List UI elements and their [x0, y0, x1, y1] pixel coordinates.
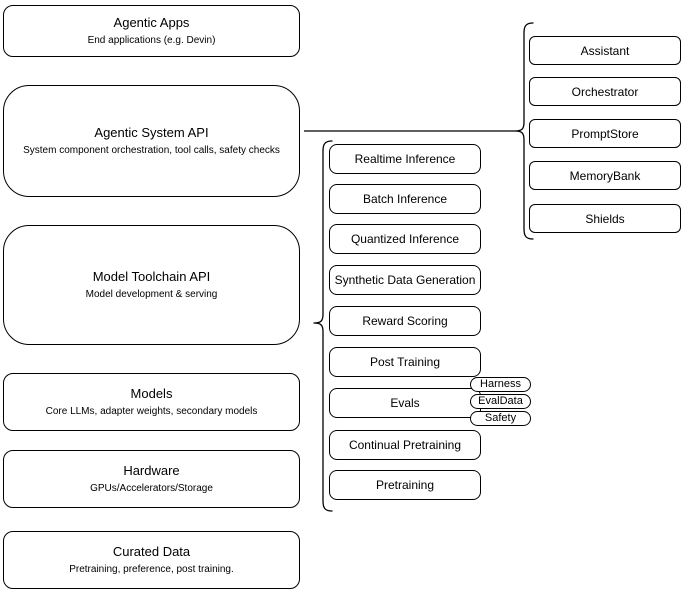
node-orchestrator: Orchestrator: [529, 77, 681, 106]
badge-evaldata: EvalData: [470, 394, 531, 409]
node-title: Hardware: [123, 463, 180, 478]
node-title: Models: [130, 386, 173, 401]
node-title: Agentic Apps: [113, 15, 190, 30]
badge-safety: Safety: [470, 411, 531, 426]
node-hardware: Hardware GPUs/Accelerators/Storage: [3, 450, 300, 508]
node-assistant: Assistant: [529, 36, 681, 65]
node-agentic-system-api: Agentic System API System component orch…: [3, 85, 300, 197]
node-reward-scoring: Reward Scoring: [329, 306, 481, 336]
node-continual-pretraining: Continual Pretraining: [329, 430, 481, 460]
node-synthetic-data-generation: Synthetic Data Generation: [329, 265, 481, 295]
toolchain-services-bracket: [313, 140, 333, 512]
node-subtitle: GPUs/Accelerators/Storage: [90, 483, 213, 494]
node-pretraining: Pretraining: [329, 470, 481, 500]
node-subtitle: Model development & serving: [85, 289, 218, 300]
node-model-toolchain-api: Model Toolchain API Model development & …: [3, 225, 300, 345]
node-realtime-inference: Realtime Inference: [329, 144, 481, 174]
node-subtitle: Pretraining, preference, post training.: [69, 564, 234, 575]
node-promptstore: PromptStore: [529, 119, 681, 148]
node-quantized-inference: Quantized Inference: [329, 224, 481, 254]
node-subtitle: End applications (e.g. Devin): [87, 35, 216, 46]
node-subtitle: System component orchestration, tool cal…: [23, 145, 280, 156]
node-title: Model Toolchain API: [92, 269, 211, 284]
node-agentic-apps: Agentic Apps End applications (e.g. Devi…: [3, 5, 300, 57]
node-shields: Shields: [529, 204, 681, 233]
node-evals: Evals: [329, 388, 481, 418]
node-post-training: Post Training: [329, 347, 481, 377]
node-title: Agentic System API: [94, 125, 209, 140]
node-batch-inference: Batch Inference: [329, 184, 481, 214]
node-models: Models Core LLMs, adapter weights, secon…: [3, 373, 300, 431]
node-curated-data: Curated Data Pretraining, preference, po…: [3, 531, 300, 589]
node-subtitle: Core LLMs, adapter weights, secondary mo…: [45, 406, 258, 417]
node-title: Curated Data: [112, 544, 191, 559]
badge-harness: Harness: [470, 377, 531, 392]
system-components-bracket: [514, 22, 534, 240]
node-memorybank: MemoryBank: [529, 161, 681, 190]
